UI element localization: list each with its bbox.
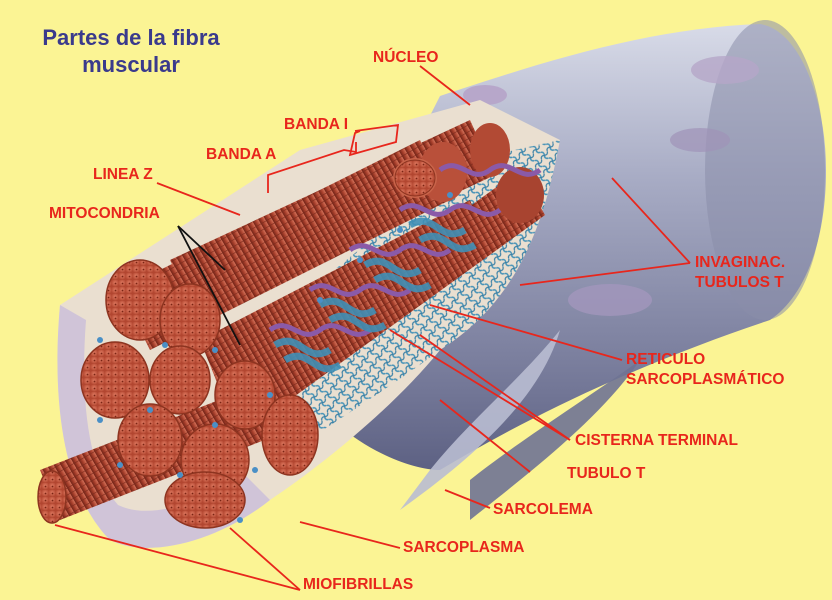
label-banda-i: BANDA I <box>284 115 348 135</box>
label-tubulo-t: TUBULO T <box>567 464 645 484</box>
title-line-1: Partes de la fibra <box>26 24 236 51</box>
title-line-2: muscular <box>26 51 236 78</box>
label-reticulo-line-2: SARCOPLASMÁTICO <box>626 370 784 390</box>
label-miofibrillas: MIOFIBRILLAS <box>303 575 413 595</box>
label-banda-a: BANDA A <box>206 145 276 165</box>
label-cisterna-terminal: CISTERNA TERMINAL <box>575 431 738 451</box>
label-sarcolema: SARCOLEMA <box>493 500 593 520</box>
label-invaginac-line-2: TUBULOS T <box>695 273 785 293</box>
label-reticulo-line-1: RETICULO <box>626 350 784 370</box>
label-linea-z: LINEA Z <box>93 165 153 185</box>
label-nucleo: NÚCLEO <box>373 48 438 68</box>
diagram-title: Partes de la fibra muscular <box>26 24 236 78</box>
label-sarcoplasma: SARCOPLASMA <box>403 538 524 558</box>
label-invaginac-line-1: INVAGINAC. <box>695 253 785 273</box>
label-reticulo: RETICULO SARCOPLASMÁTICO <box>626 350 784 390</box>
label-invaginac: INVAGINAC. TUBULOS T <box>695 253 785 293</box>
label-mitocondria: MITOCONDRIA <box>49 204 160 224</box>
